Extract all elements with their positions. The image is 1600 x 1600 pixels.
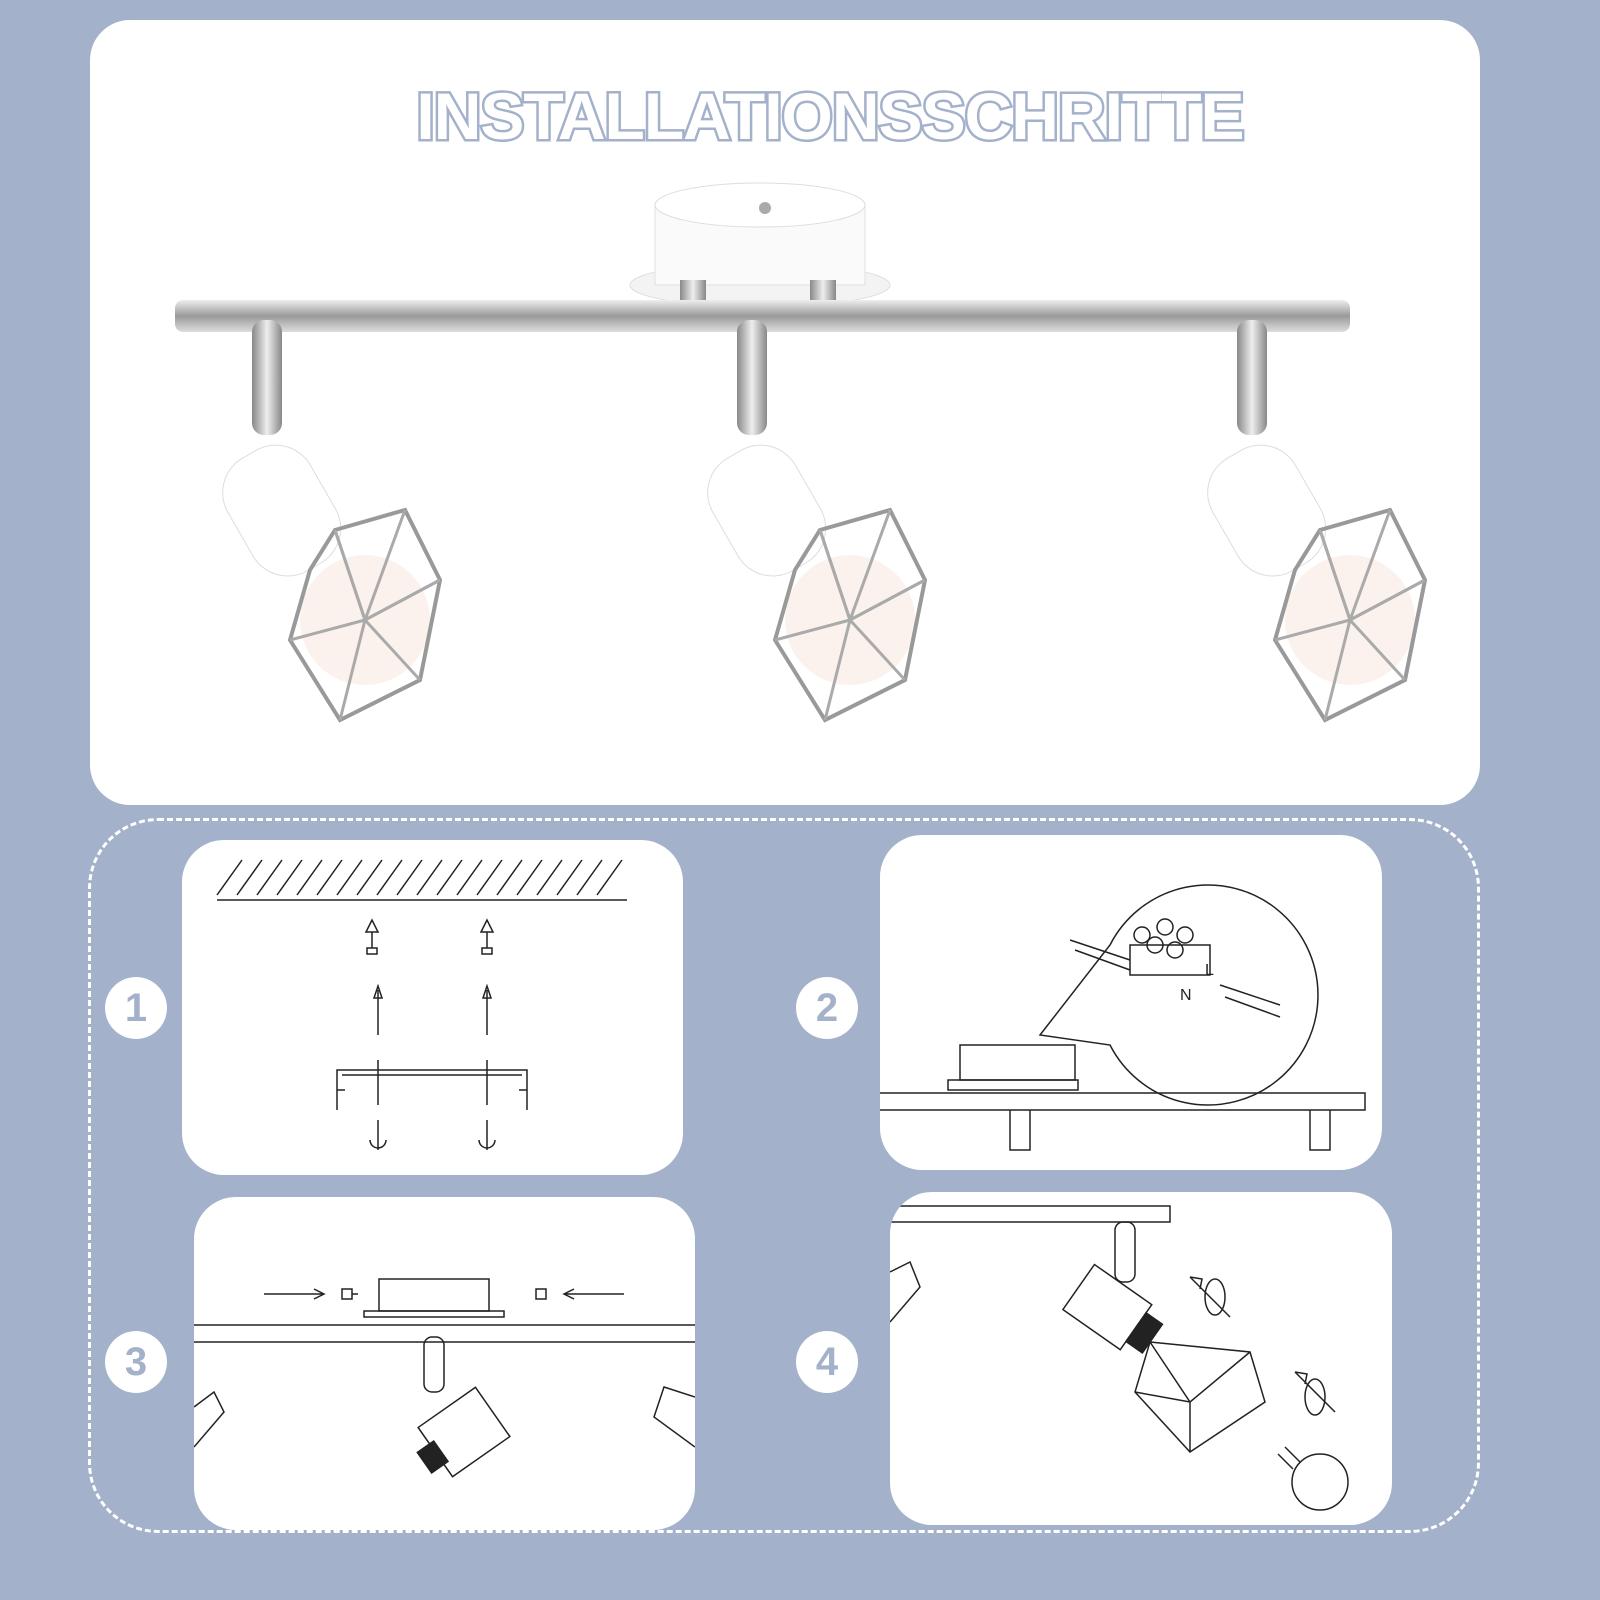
step-2-card: N L (880, 835, 1382, 1170)
step-1-card (182, 840, 683, 1175)
wiring-diagram: N L (880, 884, 1366, 1151)
step-3-card (194, 1197, 695, 1530)
live-label: L (1205, 962, 1214, 979)
steps-container (88, 818, 1480, 1533)
page-title: INSTALLATIONSSCHRITTE (414, 77, 1247, 156)
step-badge-1: 1 (105, 977, 167, 1039)
spotlight (222, 320, 443, 723)
ceiling-spotlight-illustration (175, 182, 1427, 723)
attach-mounting-plate-diagram (194, 1278, 695, 1478)
step-badge-4: 4 (796, 1331, 858, 1393)
install-bulb-diagram (890, 1205, 1349, 1511)
step-badge-2: 2 (796, 977, 858, 1039)
neutral-label: N (1180, 987, 1192, 1004)
step-badge-3: 3 (105, 1331, 167, 1393)
product-image-card: INSTALLATIONSSCHRITTE (90, 20, 1480, 805)
drill-and-mount-diagram (216, 859, 627, 1150)
step-4-card (890, 1192, 1392, 1525)
